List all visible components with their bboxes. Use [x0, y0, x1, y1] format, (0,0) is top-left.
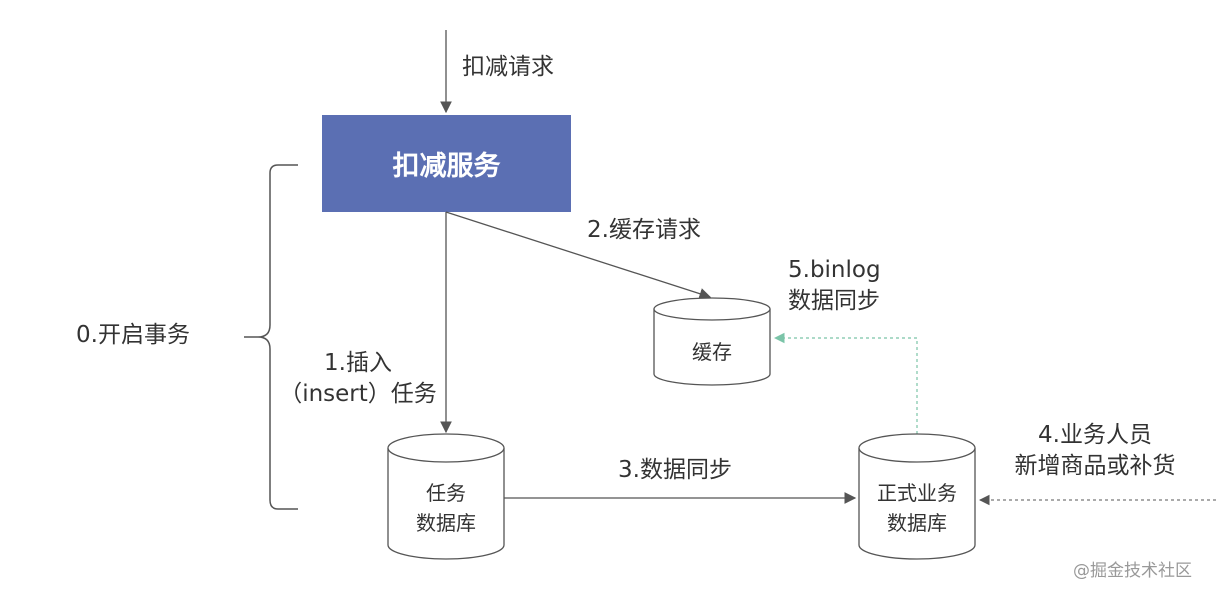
insert-task-line-1: 1.插入: [324, 350, 392, 376]
insert-task-label: 1.插入 （insert）任务: [268, 348, 448, 410]
deduct-service-label: 扣减服务: [392, 151, 501, 182]
binlog-sync-arrow: [773, 332, 918, 434]
business-db-line-1: 正式业务: [877, 481, 957, 505]
task-db-line-1: 任务: [426, 481, 466, 505]
transaction-label: 0.开启事务: [76, 322, 190, 348]
business-db-cylinder: [858, 433, 976, 560]
task-db-line-2: 数据库: [416, 511, 476, 535]
business-db-label: 正式业务 数据库: [859, 478, 975, 538]
cache-cylinder: [653, 297, 771, 386]
staff-update-line-2: 新增商品或补货: [1014, 453, 1176, 480]
binlog-sync-line-2: 数据同步: [788, 288, 880, 315]
task-db-cylinder: [387, 433, 505, 560]
insert-task-line-2: （insert）任务: [279, 381, 437, 408]
deduct-service-box: [322, 115, 571, 212]
staff-update-line-1: 4.业务人员: [1038, 422, 1152, 448]
cache-request-arrow: [445, 211, 712, 300]
business-db-line-2: 数据库: [887, 511, 947, 535]
binlog-sync-label: 5.binlog 数据同步: [788, 255, 881, 317]
binlog-sync-line-1: 5.binlog: [788, 257, 881, 283]
staff-update-label: 4.业务人员 新增商品或补货: [990, 420, 1200, 482]
cache-request-label: 2.缓存请求: [587, 217, 701, 243]
deduct-request-label: 扣减请求: [462, 54, 554, 80]
transaction-brace: [244, 164, 298, 510]
watermark: @掘金技术社区: [1073, 561, 1192, 581]
cache-label: 缓存: [692, 340, 732, 364]
task-db-label: 任务 数据库: [388, 478, 504, 538]
data-sync-label: 3.数据同步: [618, 457, 732, 483]
